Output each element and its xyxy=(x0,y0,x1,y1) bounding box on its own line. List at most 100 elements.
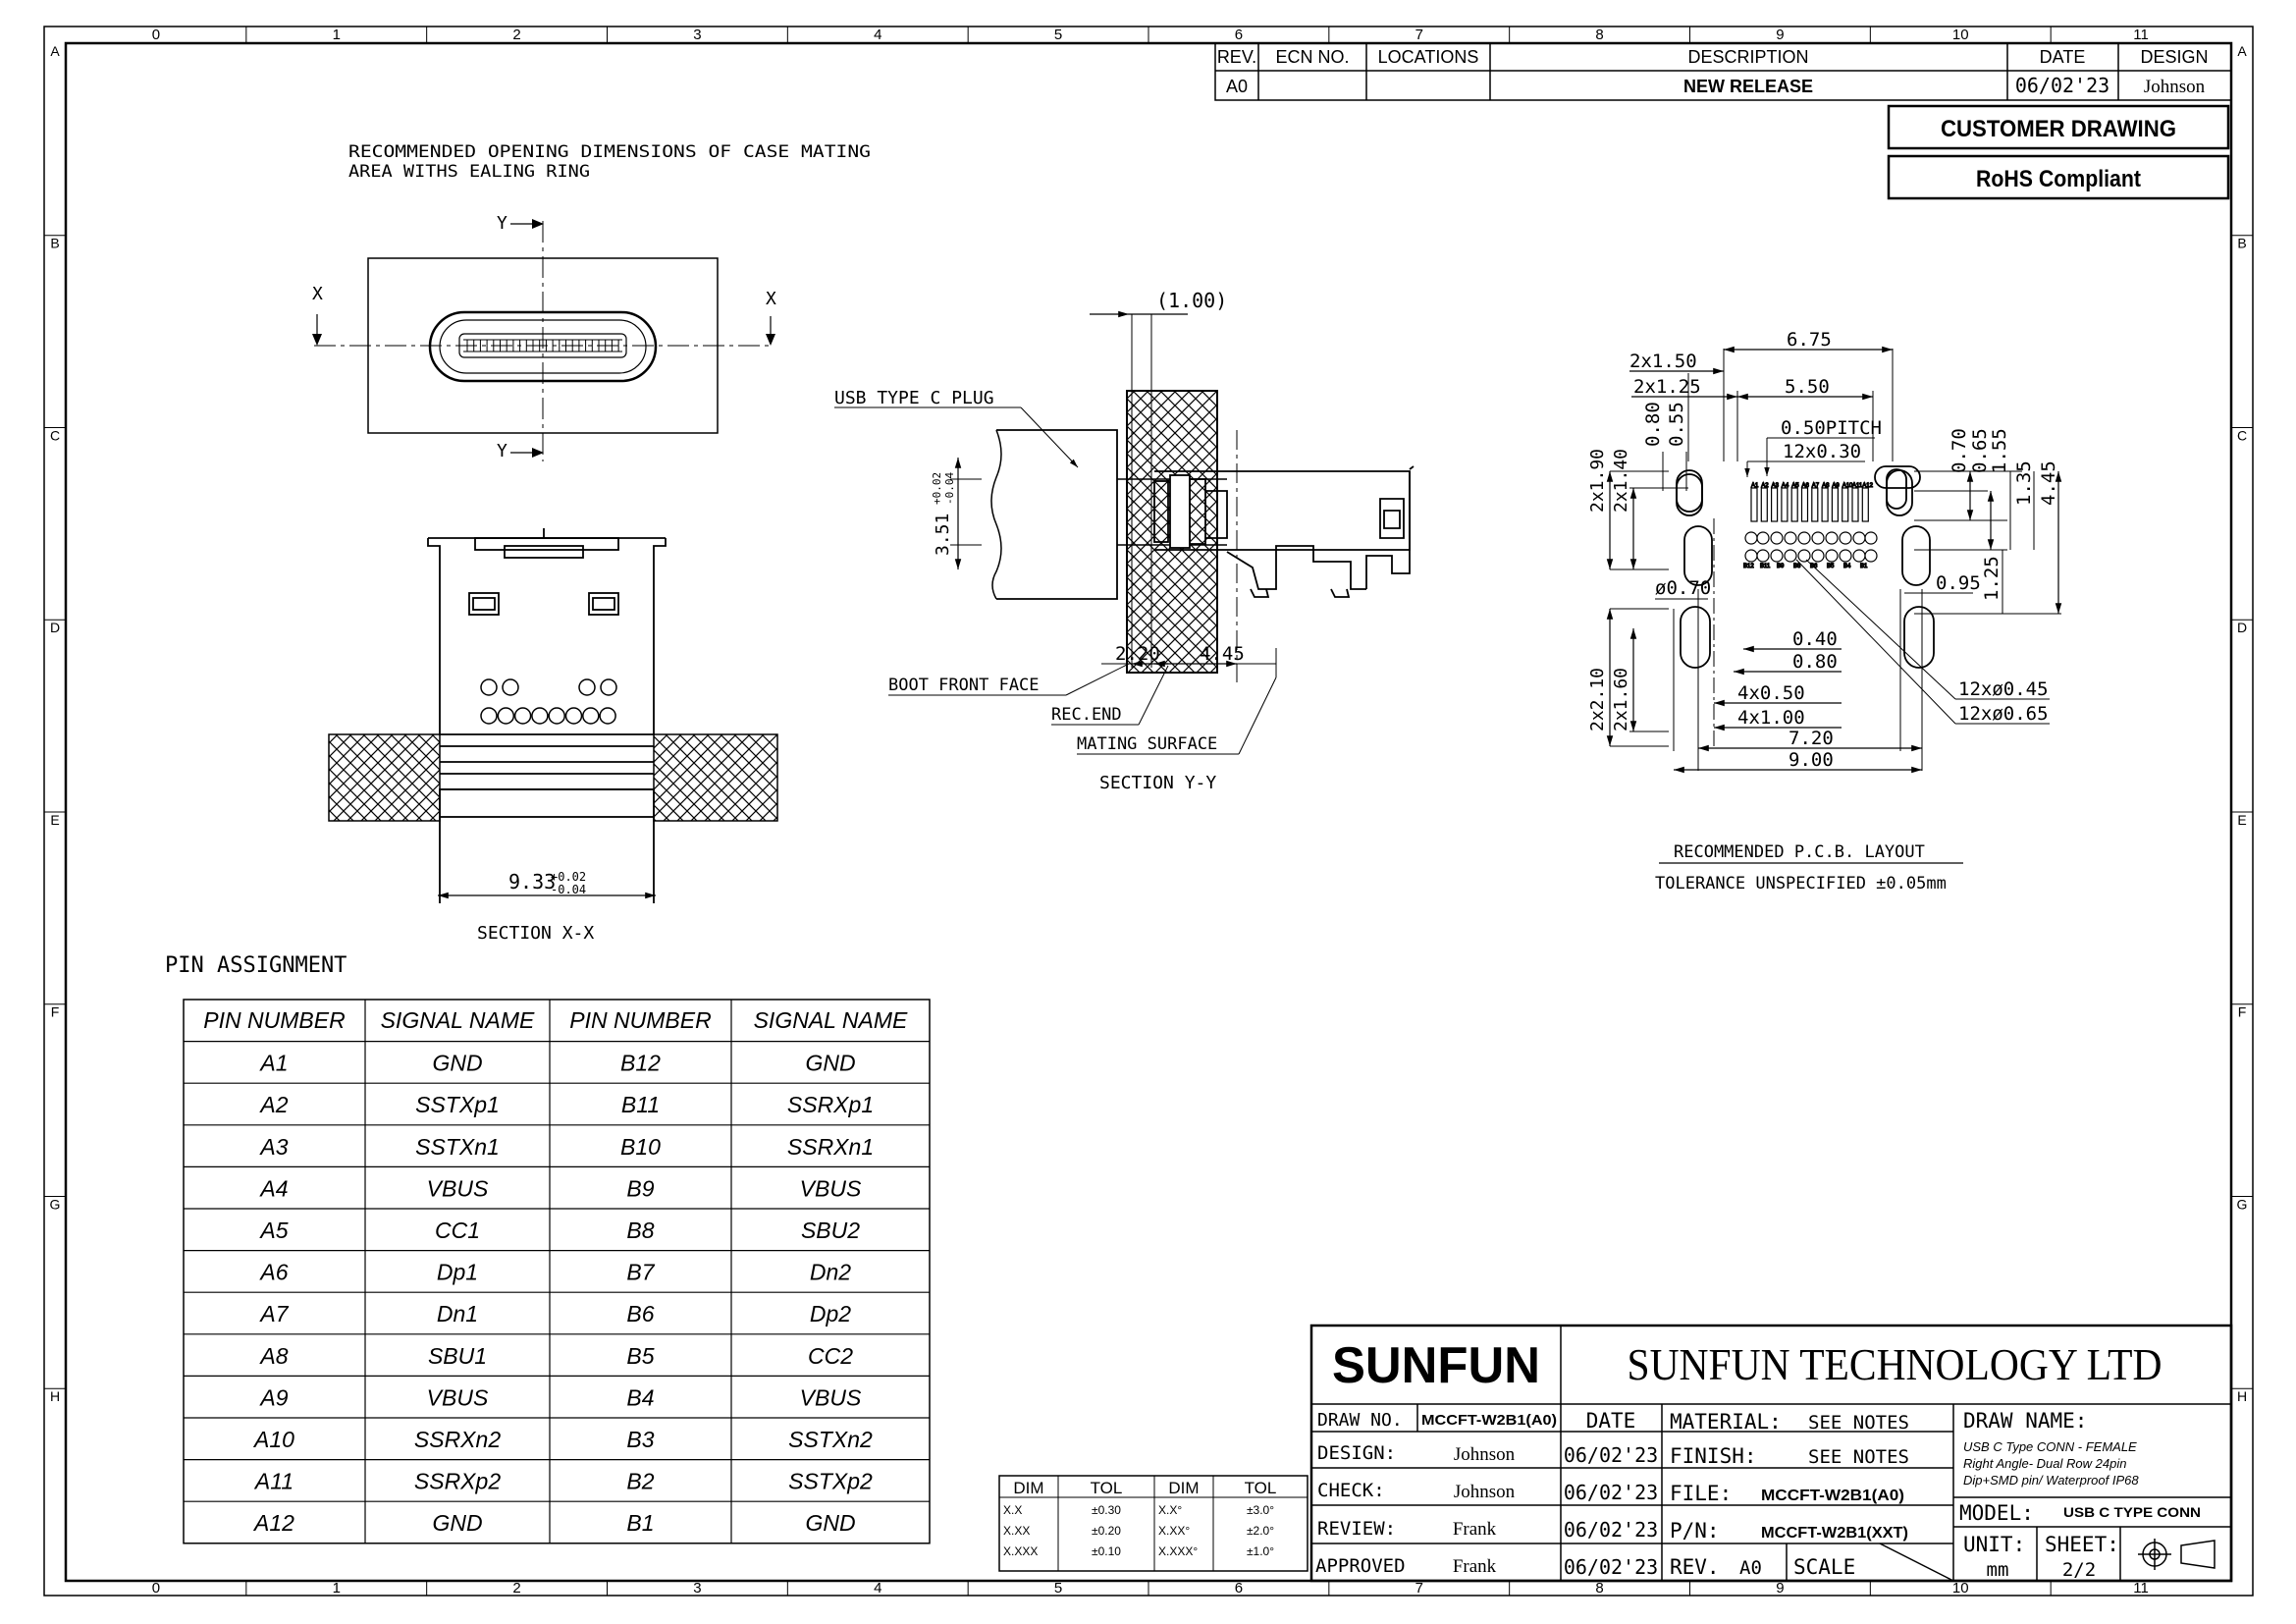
pin-table-cell: VBUS xyxy=(427,1175,489,1201)
pin-table-cell: SSTXp2 xyxy=(788,1469,873,1494)
pcb-hole-row2 xyxy=(1756,549,1770,563)
pin-table-cell: VBUS xyxy=(427,1384,489,1410)
pad-label: A4 xyxy=(1782,483,1789,489)
zone-col-bottom-1: 1 xyxy=(333,1580,341,1597)
pcb-hole-row2 xyxy=(1825,549,1839,563)
draw-no-label: DRAW NO. xyxy=(1317,1410,1403,1431)
dim-4x100: 4x1.00 xyxy=(1737,707,1805,729)
dim-2x140: 2x1.40 xyxy=(1611,449,1631,513)
zone-row-right-1: B xyxy=(2237,236,2246,251)
zone-col-bottom-5: 5 xyxy=(1054,1580,1062,1597)
tol-table-cell: ±3.0° xyxy=(1247,1503,1274,1517)
pcb-tolerance-note: TOLERANCE UNSPECIFIED ±0.05mm xyxy=(1655,874,1947,893)
finish-value: SEE NOTES xyxy=(1808,1446,1909,1468)
review-label: REVIEW: xyxy=(1317,1518,1396,1540)
zone-col-top-10: 10 xyxy=(1952,27,1969,43)
approved-value: Frank xyxy=(1453,1556,1497,1577)
zone-row-left-3: D xyxy=(50,620,60,635)
dim-4x050: 4x0.50 xyxy=(1737,682,1805,704)
dim-12phi065: 12xø0.65 xyxy=(1958,703,2049,725)
pin-table-cell: A1 xyxy=(258,1051,288,1076)
axis-y-top: Y xyxy=(497,213,507,234)
pin-table-cell: B3 xyxy=(626,1427,654,1452)
zone-col-top-5: 5 xyxy=(1054,27,1062,43)
pin-table-cell: B12 xyxy=(620,1051,661,1076)
zone-col-top-8: 8 xyxy=(1595,27,1603,43)
pcb-hole-row1 xyxy=(1825,531,1839,545)
zone-row-right-4: E xyxy=(2237,812,2246,828)
pin-table-cell: B2 xyxy=(626,1469,654,1494)
unit-label: UNIT: xyxy=(1963,1533,2025,1556)
smd-pad xyxy=(1811,487,1819,522)
pin-table-cell: A2 xyxy=(258,1092,288,1117)
dim-040: 0.40 xyxy=(1792,628,1838,650)
rev-header-description: DESCRIPTION xyxy=(1687,47,1808,67)
mating-surface-label: MATING SURFACE xyxy=(1077,734,1217,754)
pn-label: P/N: xyxy=(1670,1519,1720,1543)
sheet-value: 2/2 xyxy=(2062,1559,2096,1581)
tol-table-cell: X.XX° xyxy=(1158,1524,1190,1538)
zone-col-top-6: 6 xyxy=(1235,27,1243,43)
through-hole-pin xyxy=(502,678,519,696)
rev-label: REV. xyxy=(1670,1555,1720,1579)
material-label: MATERIAL: xyxy=(1670,1410,1782,1434)
smd-pad xyxy=(1831,487,1840,522)
pin-table-cell: SSRXp2 xyxy=(414,1469,501,1494)
check-label: CHECK: xyxy=(1317,1480,1385,1501)
title-block: SUNFUN SUNFUN TECHNOLOGY LTD DRAW NO. MC… xyxy=(1309,1324,2233,1583)
zone-col-top-1: 1 xyxy=(333,27,341,43)
rohs-badge: RoHS Compliant xyxy=(1887,154,2230,200)
pin-table-header: SIGNAL NAME xyxy=(754,1007,908,1033)
tol-table-header: TOL xyxy=(1245,1479,1277,1497)
file-value: MCCFT-W2B1(A0) xyxy=(1761,1488,1904,1504)
smd-pad xyxy=(1821,487,1829,522)
pin-table-cell: SSTXn2 xyxy=(788,1427,873,1452)
dim-12x030: 12x0.30 xyxy=(1783,441,1861,462)
pin-table-cell: B8 xyxy=(626,1218,654,1243)
hole-label: B11 xyxy=(1760,564,1771,569)
pcb-hole-row2 xyxy=(1852,549,1866,563)
rec-end-label: REC.END xyxy=(1051,705,1122,725)
pin-table-cell: SBU1 xyxy=(428,1343,487,1369)
pin-table-cell: CC2 xyxy=(808,1343,853,1369)
zone-row-right-3: D xyxy=(2237,620,2247,635)
hole-label: B9 xyxy=(1777,564,1785,569)
tol-table-header: DIM xyxy=(1168,1479,1199,1497)
check-value: Johnson xyxy=(1454,1482,1516,1502)
boot-front-face-label: BOOT FRONT FACE xyxy=(888,676,1040,695)
rev-header-ecn: ECN NO. xyxy=(1275,47,1349,67)
company-name: SUNFUN TECHNOLOGY LTD xyxy=(1628,1339,2163,1389)
sheet-label: SHEET: xyxy=(2045,1533,2119,1556)
dim-100: (1.00) xyxy=(1156,289,1227,312)
pin-table-cell: A5 xyxy=(258,1218,288,1243)
pad-label: A7 xyxy=(1812,483,1820,489)
pcb-hole-row1 xyxy=(1797,531,1811,545)
pin-table-cell: GND xyxy=(805,1051,855,1076)
check-date: 06/02'23 xyxy=(1564,1481,1658,1504)
rev-value-description: NEW RELEASE xyxy=(1683,77,1813,96)
pin-table-cell: B10 xyxy=(620,1134,661,1160)
axis-x-left: X xyxy=(312,284,323,304)
pin-table-header: PIN NUMBER xyxy=(203,1007,345,1033)
customer-drawing-badge: CUSTOMER DRAWING xyxy=(1887,104,2230,150)
pad-label: A1 xyxy=(1751,483,1759,489)
zone-col-top-9: 9 xyxy=(1776,27,1784,43)
company-logo: SUNFUN xyxy=(1332,1337,1540,1394)
pin-table-cell: CC1 xyxy=(435,1218,480,1243)
dim-900: 9.00 xyxy=(1789,749,1834,771)
dim-220: 2.20 xyxy=(1115,643,1160,665)
pcb-hole-row1 xyxy=(1756,531,1770,545)
smd-pad xyxy=(1861,487,1869,522)
tol-table-cell: ±2.0° xyxy=(1247,1524,1274,1538)
opening-note-line2: AREA WITHS EALING RING xyxy=(348,162,590,182)
dim-675: 6.75 xyxy=(1787,329,1832,351)
draw-name-line2: Right Angle- Dual Row 24pin xyxy=(1963,1456,2126,1471)
zone-col-top-11: 11 xyxy=(2133,27,2149,43)
dim-351-tol-minus: -0.04 xyxy=(943,472,956,505)
axis-y-bottom: Y xyxy=(497,441,507,461)
approved-label: APPROVED xyxy=(1315,1555,1406,1577)
